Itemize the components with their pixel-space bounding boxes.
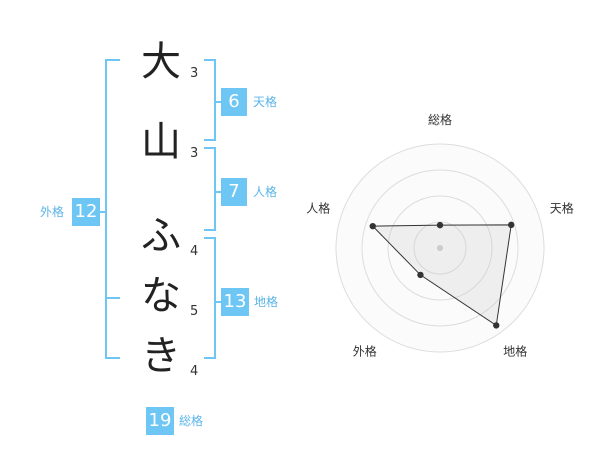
radar-ring-2 xyxy=(387,195,493,301)
name-char-2: 山 xyxy=(141,119,181,165)
tenkaku-label: 天格 xyxy=(253,95,278,109)
name-char-1: 大 xyxy=(141,39,181,85)
name-char-5: き xyxy=(141,333,181,379)
radar-point-1 xyxy=(436,221,444,229)
gaikaku-bracket xyxy=(105,59,120,359)
chikaku-bracket xyxy=(204,237,216,359)
radar-ring-4 xyxy=(335,143,545,353)
jinkaku-value: 7 xyxy=(221,178,247,206)
name-char-3: ふ xyxy=(141,213,181,259)
radar-point-2 xyxy=(508,221,515,229)
stroke-count-2: 3 xyxy=(190,146,199,161)
radar-axis-label-3: 地格 xyxy=(503,344,527,359)
radar-point-3 xyxy=(493,322,500,329)
stroke-count-5: 4 xyxy=(190,364,199,379)
chikaku-value: 13 xyxy=(221,288,249,316)
radar-polygon xyxy=(371,224,512,327)
stroke-count-3: 4 xyxy=(190,244,199,259)
radar-axis-label-2: 天格 xyxy=(550,200,574,215)
chikaku-label: 地格 xyxy=(254,295,279,309)
jinkaku-bracket xyxy=(204,147,216,231)
radar-ring-3 xyxy=(361,169,519,327)
radar-axis-label-5: 人格 xyxy=(306,200,330,215)
radar-grid xyxy=(335,143,545,353)
radar-point-5 xyxy=(369,222,376,230)
radar-axis-label-4: 外格 xyxy=(353,344,377,359)
jinkaku-label: 人格 xyxy=(253,185,278,199)
stroke-count-1: 3 xyxy=(190,66,199,81)
gaikaku-label: 外格 xyxy=(40,205,65,219)
soukaku-label: 総格 xyxy=(179,414,204,428)
tenkaku-value: 6 xyxy=(221,88,247,116)
radar-point-4 xyxy=(417,271,424,279)
soukaku-value: 19 xyxy=(146,407,174,435)
radar-points xyxy=(369,221,515,329)
gaikaku-value: 12 xyxy=(72,198,100,226)
stroke-count-4: 5 xyxy=(190,304,199,319)
radar-axis-label-1: 総格 xyxy=(428,112,452,127)
name-char-4: な xyxy=(141,273,181,319)
radar-center xyxy=(437,245,443,251)
tenkaku-bracket xyxy=(204,59,216,141)
